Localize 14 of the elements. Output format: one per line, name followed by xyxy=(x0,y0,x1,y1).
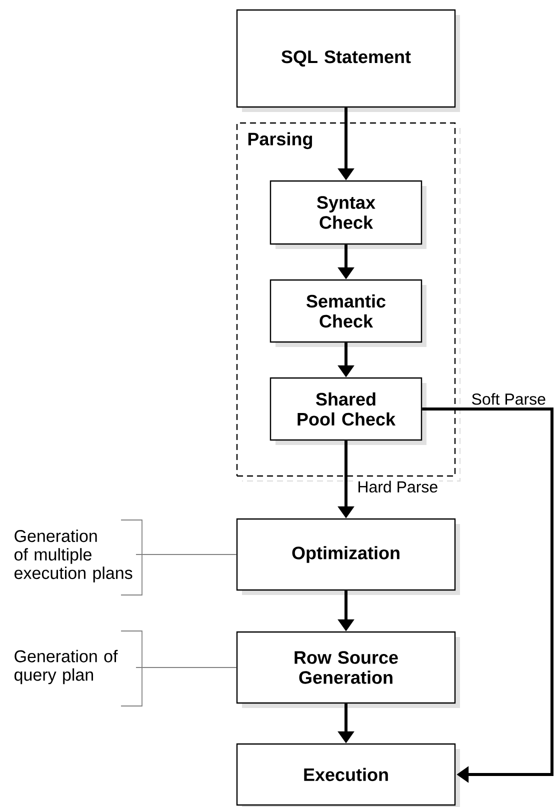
process-box: Syntax Check xyxy=(270,180,426,249)
process-box: Execution xyxy=(236,743,460,807)
arrow xyxy=(422,408,554,783)
process-box: SQL Statement xyxy=(236,9,460,112)
leader-line xyxy=(136,554,237,555)
annotation-text: Generation of query plan xyxy=(14,650,118,684)
edge-label: Hard Parse xyxy=(356,480,440,494)
annotation-text: Generation of multiple execution plans xyxy=(14,530,132,582)
leader-line xyxy=(136,667,237,668)
process-box: Shared Pool Check xyxy=(270,377,426,445)
process-box: Optimization xyxy=(236,518,460,595)
process-box: Row Source Generation xyxy=(236,631,460,708)
process-box: Semantic Check xyxy=(270,279,426,347)
edge-label: Soft Parse xyxy=(470,392,547,406)
